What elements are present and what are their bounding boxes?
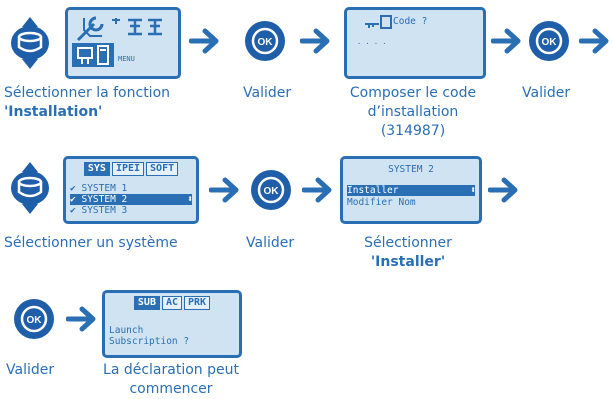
menu-label: MENU bbox=[118, 55, 135, 63]
menu-item-modifier-nom[interactable]: Modifier Nom bbox=[347, 197, 416, 208]
ok-label: OK bbox=[542, 37, 558, 48]
caption-line: Sélectionner bbox=[364, 235, 452, 251]
caption-valider: Valider bbox=[246, 235, 295, 251]
caption-line: Composer le code bbox=[349, 85, 477, 101]
caption-valider: Valider bbox=[522, 85, 571, 101]
ok-button[interactable]: OK bbox=[250, 169, 292, 211]
code-entry-dots: · · · · bbox=[357, 40, 387, 48]
list-item-label: SYSTEM 2 bbox=[81, 194, 128, 205]
phone-icon bbox=[77, 45, 109, 65]
caption-select-system: Sélectionner un système bbox=[4, 235, 178, 251]
scroll-indicator-icon: ⬍ bbox=[186, 194, 193, 205]
scroll-indicator-icon: ⬍ bbox=[469, 185, 476, 196]
caption-line: commencer bbox=[129, 381, 213, 397]
navigator-key[interactable] bbox=[9, 160, 51, 216]
check-icon: ✔ bbox=[70, 205, 76, 216]
tab-soft[interactable]: SOFT bbox=[146, 162, 179, 176]
wrench-icon bbox=[76, 16, 104, 42]
navigator-key[interactable] bbox=[9, 15, 51, 71]
list-item-system-1[interactable]: ✔ SYSTEM 1 bbox=[70, 183, 192, 194]
lcd-screen-system-menu: SYSTEM 2 Installer Modifier Nom ⬍ bbox=[340, 156, 482, 224]
lcd-screen-installation-menu: MENU bbox=[65, 7, 181, 79]
screen-title: SYSTEM 2 bbox=[388, 164, 434, 175]
menu-item-installer[interactable]: Installer bbox=[347, 185, 475, 196]
caption-enter-code: Composer le code d’installation (314987) bbox=[346, 84, 480, 141]
caption-line: Sélectionner la fonction bbox=[4, 85, 171, 101]
ok-button[interactable]: OK bbox=[13, 298, 55, 340]
list-item-label: SYSTEM 1 bbox=[81, 183, 128, 194]
list-item-system-3[interactable]: ✔ SYSTEM 3 bbox=[70, 205, 192, 216]
caption-select-installation: Sélectionner la fonction 'Installation' bbox=[4, 84, 170, 122]
tab-sub[interactable]: SUB bbox=[133, 296, 160, 310]
tab-ac[interactable]: AC bbox=[161, 296, 183, 310]
ok-label: OK bbox=[27, 315, 43, 326]
code-prompt: Code ? bbox=[393, 16, 428, 27]
caption-line: (314987) bbox=[380, 123, 446, 139]
list-item-system-2[interactable]: ✔ SYSTEM 2 bbox=[70, 194, 192, 205]
arrow-right-icon bbox=[491, 28, 521, 54]
ok-button[interactable]: OK bbox=[244, 20, 286, 62]
ok-label: OK bbox=[264, 186, 280, 197]
lcd-screen-code: Code ? · · · · bbox=[344, 7, 486, 79]
arrow-right-icon bbox=[209, 177, 239, 203]
arrow-right-icon bbox=[579, 28, 609, 54]
key-lock-icon bbox=[365, 15, 392, 29]
arrow-right-icon bbox=[302, 177, 332, 203]
message-line: Subscription ? bbox=[109, 336, 190, 347]
caption-valider: Valider bbox=[6, 362, 55, 378]
arrow-right-icon bbox=[66, 306, 96, 332]
caption-line: La déclaration peut bbox=[103, 362, 239, 378]
arrow-right-icon bbox=[300, 28, 330, 54]
caption-emphasis: 'Installer' bbox=[370, 254, 446, 270]
tab-sys[interactable]: SYS bbox=[83, 162, 110, 176]
check-icon: ✔ bbox=[70, 183, 76, 194]
ok-button[interactable]: OK bbox=[528, 20, 570, 62]
antenna-icon bbox=[112, 18, 162, 36]
caption-valider: Valider bbox=[243, 85, 292, 101]
check-icon: ✔ bbox=[70, 194, 76, 205]
tab-ipei[interactable]: IPEI bbox=[111, 162, 145, 176]
list-item-label: SYSTEM 3 bbox=[81, 205, 128, 216]
caption-select-installer: Sélectionner 'Installer' bbox=[340, 234, 476, 272]
tab-prk[interactable]: PRK bbox=[184, 296, 211, 310]
arrow-right-icon bbox=[189, 28, 219, 54]
arrow-right-icon bbox=[488, 177, 518, 203]
caption-declaration-ready: La déclaration peut commencer bbox=[96, 361, 246, 399]
message-line: Launch bbox=[109, 325, 144, 336]
caption-line: d’installation bbox=[367, 104, 459, 120]
caption-emphasis: 'Installation' bbox=[4, 104, 103, 120]
ok-label: OK bbox=[258, 37, 274, 48]
